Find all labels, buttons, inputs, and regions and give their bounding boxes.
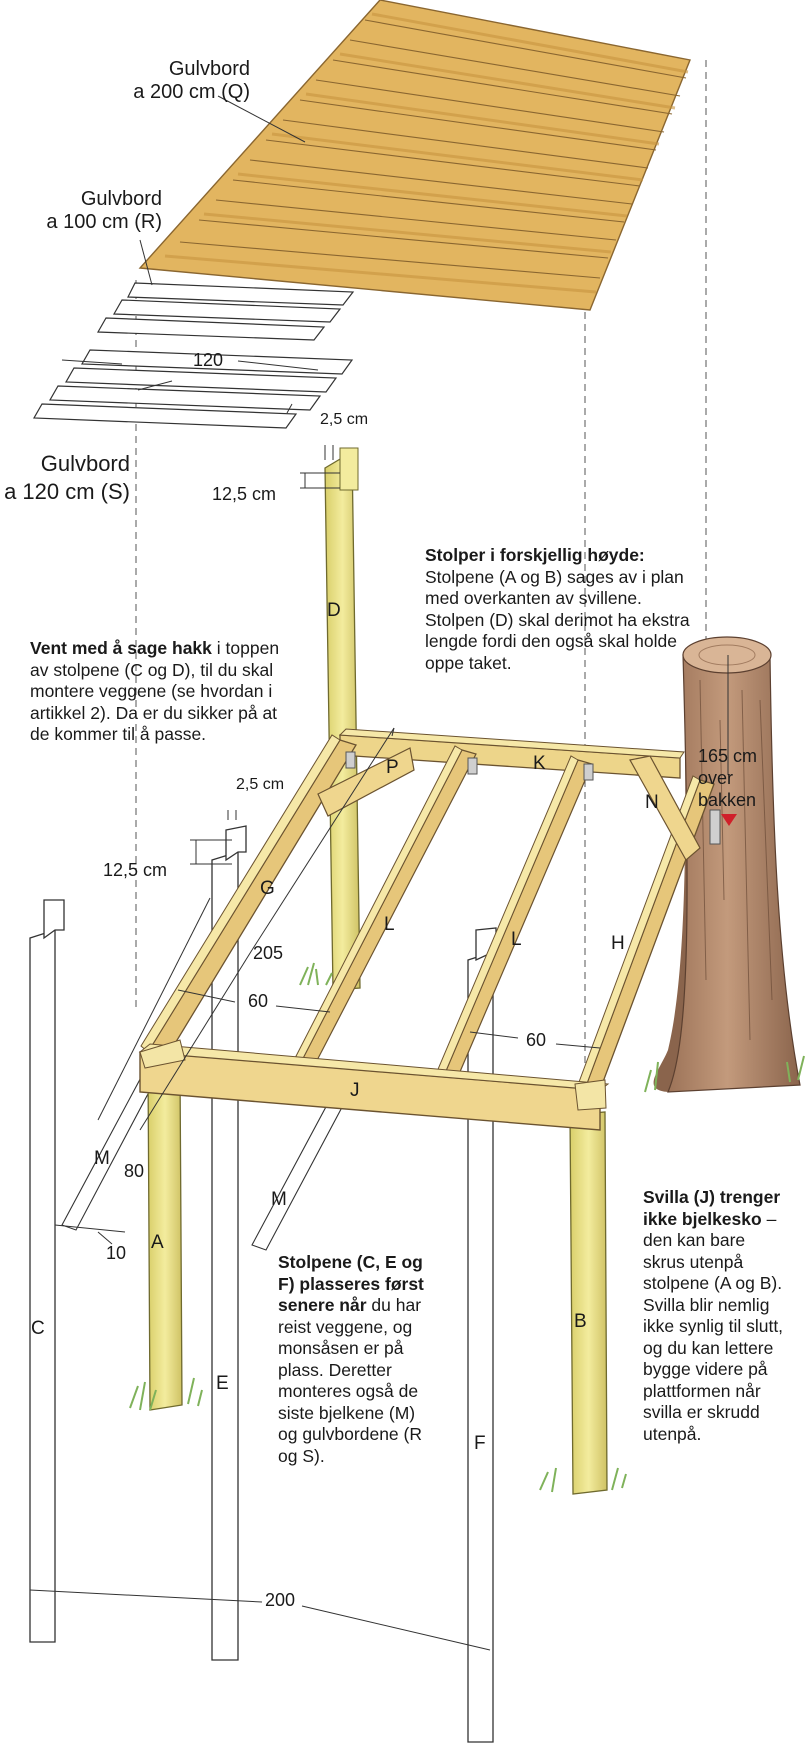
part-h: H [611, 933, 625, 954]
note-stolpene-heading: Stolpene (C, E og F) plasseres først sen… [278, 1252, 424, 1315]
frame-joists-l [291, 745, 593, 1089]
label-gulvbord-r-line1: Gulvbord [80, 188, 162, 210]
dim-60-right: 60 [526, 1030, 547, 1050]
note-stolper-heading: Stolper i forskjellig høyde: [425, 545, 645, 565]
tree-trunk [653, 636, 801, 1093]
joist-hangers [345, 751, 721, 845]
label-gulvbord-r-line2: a 100 cm (R) [46, 211, 162, 233]
part-n: N [645, 792, 659, 813]
part-l-1: L [384, 914, 395, 935]
label-gulvbord-s-line1: Gulvbord [40, 451, 130, 476]
braces-p-n [317, 747, 701, 861]
deck-boards-q [138, 0, 691, 311]
dim-12-5cm-mid: 12,5 cm [103, 860, 168, 880]
part-f: F [474, 1433, 486, 1454]
note-svilla-heading: Svilla (J) trenger ikke bjelkesko [643, 1187, 781, 1229]
note-stolper-hoyde: Stolper i forskjellig høyde: Stolpene (A… [425, 545, 697, 674]
part-m-2: M [271, 1189, 287, 1210]
dim-12-5cm-top: 12,5 cm [212, 484, 277, 504]
post-d [324, 447, 361, 991]
note-svilla-body: – den kan bare skrus utenpå stolpene (A … [643, 1208, 784, 1444]
label-gulvbord-s: Gulvbord a 120 cm (S) [0, 450, 130, 506]
label-tree-height-line3: bakken [698, 790, 757, 810]
posts-a-b [147, 1067, 608, 1495]
note-stolper-body: Stolpene (A og B) sages av i plan med ov… [425, 566, 690, 673]
note-vent-heading: Vent med å sage hakk [30, 638, 212, 658]
part-a: A [151, 1232, 164, 1253]
label-gulvbord-r: Gulvbord a 100 cm (R) [34, 188, 162, 234]
dim-60-left: 60 [248, 991, 269, 1011]
dim-120: 120 [193, 350, 224, 370]
deck-boards-r-s [32, 282, 355, 429]
part-m-1: M [94, 1148, 110, 1169]
label-gulvbord-q: Gulvbord a 200 cm (Q) [84, 58, 250, 104]
part-k: K [533, 753, 546, 774]
note-stolpene-body: du har reist veggene, og monsåsen er på … [278, 1295, 422, 1466]
label-gulvbord-q-line1: Gulvbord [168, 58, 250, 80]
note-vent-body: i toppen av stolpene (C og D), til du sk… [30, 638, 280, 744]
part-c: C [31, 1318, 45, 1339]
dim-10: 10 [106, 1243, 127, 1263]
note-vent-med-hakk: Vent med å sage hakk i toppen av stolpen… [30, 638, 300, 746]
part-d: D [327, 600, 341, 621]
part-p: P [386, 757, 399, 778]
posts-c-e-f [29, 825, 497, 1743]
dim-2-5cm-mid: 2,5 cm [236, 776, 285, 793]
dim-200: 200 [265, 1590, 296, 1610]
label-tree-height-line1: 165 cm [698, 746, 758, 766]
note-svilla-j: Svilla (J) trenger ikke bjelkesko – den … [643, 1187, 791, 1445]
part-b: B [574, 1311, 587, 1332]
leader-lines [29, 95, 729, 1651]
part-g: G [260, 878, 275, 899]
label-gulvbord-s-line2: a 120 cm (S) [4, 479, 130, 504]
label-tree-height-line2: over [698, 768, 734, 788]
dim-205: 205 [253, 943, 284, 963]
frame-beam-j [138, 1039, 610, 1131]
part-e: E [216, 1373, 229, 1394]
note-stolpene-cef: Stolpene (C, E og F) plasseres først sen… [278, 1252, 436, 1467]
dim-2-5cm-top: 2,5 cm [320, 411, 369, 428]
label-tree-height: 165 cm over bakken [698, 745, 757, 811]
grass-tufts [129, 962, 805, 1493]
part-l-2: L [511, 929, 522, 950]
part-j: J [350, 1080, 360, 1101]
dim-80: 80 [124, 1161, 145, 1181]
label-gulvbord-q-line2: a 200 cm (Q) [133, 81, 250, 103]
height-marker [721, 814, 737, 826]
frame-beam-k [338, 728, 685, 779]
